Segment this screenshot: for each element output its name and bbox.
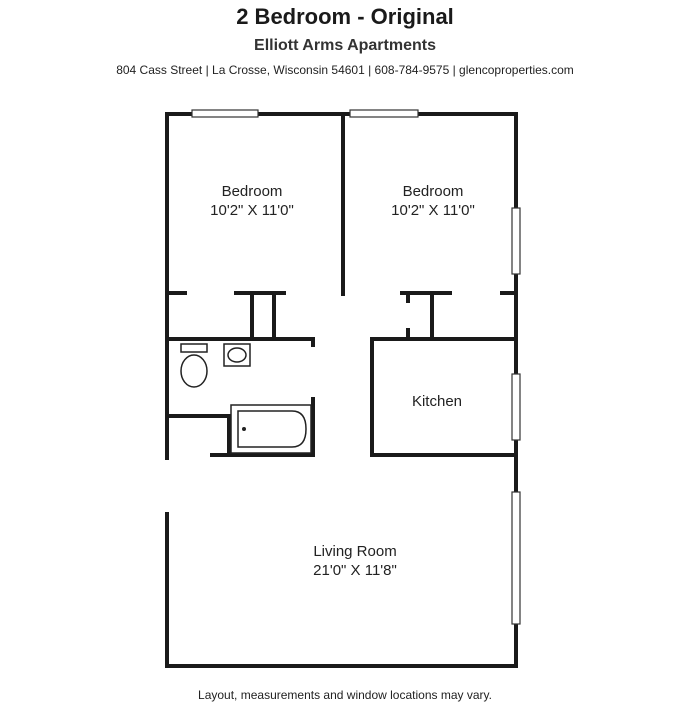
bedroom1-wall-stub xyxy=(165,291,187,295)
kitchen-bottom-wall xyxy=(370,453,518,457)
living-room-name: Living Room xyxy=(313,543,397,560)
toilet-tank xyxy=(180,343,208,353)
bedroom2-closet-post2 xyxy=(406,328,410,338)
bathtub-basin xyxy=(237,410,307,448)
bathroom-right-wall-lower xyxy=(311,397,315,457)
bathtub-drain xyxy=(242,427,246,431)
bedroom1-closet-right xyxy=(272,291,276,339)
bedroom1-label: Bedroom 10'2" X 11'0" xyxy=(192,182,312,220)
kitchen-top-wall xyxy=(370,337,518,341)
window-bedroom1 xyxy=(191,109,259,118)
bedroom2-name: Bedroom xyxy=(402,183,464,200)
page-title: 2 Bedroom - Original xyxy=(236,4,454,29)
bedroom1-closet-top xyxy=(234,291,286,295)
window-living xyxy=(511,491,521,625)
bedroom2-wall-stub xyxy=(500,291,518,295)
property-name: Elliott Arms Apartments xyxy=(254,37,436,54)
sink-basin xyxy=(227,347,247,363)
bedroom2-closet-post xyxy=(406,291,410,303)
bedroom2-label: Bedroom 10'2" X 11'0" xyxy=(373,182,493,220)
living-room-dimensions: 21'0" X 11'8" xyxy=(313,562,397,579)
bathroom-divider xyxy=(165,414,231,418)
bedroom1-closet-left xyxy=(250,291,254,339)
bedroom2-dimensions: 10'2" X 11'0" xyxy=(391,202,475,219)
bedroom-divider-wall xyxy=(341,112,345,296)
disclaimer-note: Layout, measurements and window location… xyxy=(198,688,492,702)
living-room-label: Living Room 21'0" X 11'8" xyxy=(285,542,425,580)
bedroom2-closet-right xyxy=(430,291,434,339)
kitchen-left-wall xyxy=(370,337,374,457)
property-address: 804 Cass Street | La Crosse, Wisconsin 5… xyxy=(116,63,574,77)
kitchen-label: Kitchen xyxy=(387,392,487,411)
outer-wall-bottom xyxy=(165,664,518,668)
bedroom2-closet-top xyxy=(400,291,452,295)
bathroom-bottom-wall xyxy=(210,453,315,457)
bedroom1-name: Bedroom xyxy=(221,183,283,200)
bathroom-inner-left xyxy=(227,414,231,457)
bathroom-top-wall xyxy=(165,337,315,341)
kitchen-name: Kitchen xyxy=(411,393,463,410)
window-bedroom2 xyxy=(349,109,419,118)
bathroom-right-wall xyxy=(311,337,315,347)
outer-wall-left-lower xyxy=(165,512,169,668)
window-kitchen xyxy=(511,373,521,441)
bedroom1-dimensions: 10'2" X 11'0" xyxy=(210,202,294,219)
toilet-bowl xyxy=(180,354,208,388)
outer-wall-left-upper xyxy=(165,112,169,460)
window-bedroom2-side xyxy=(511,207,521,275)
